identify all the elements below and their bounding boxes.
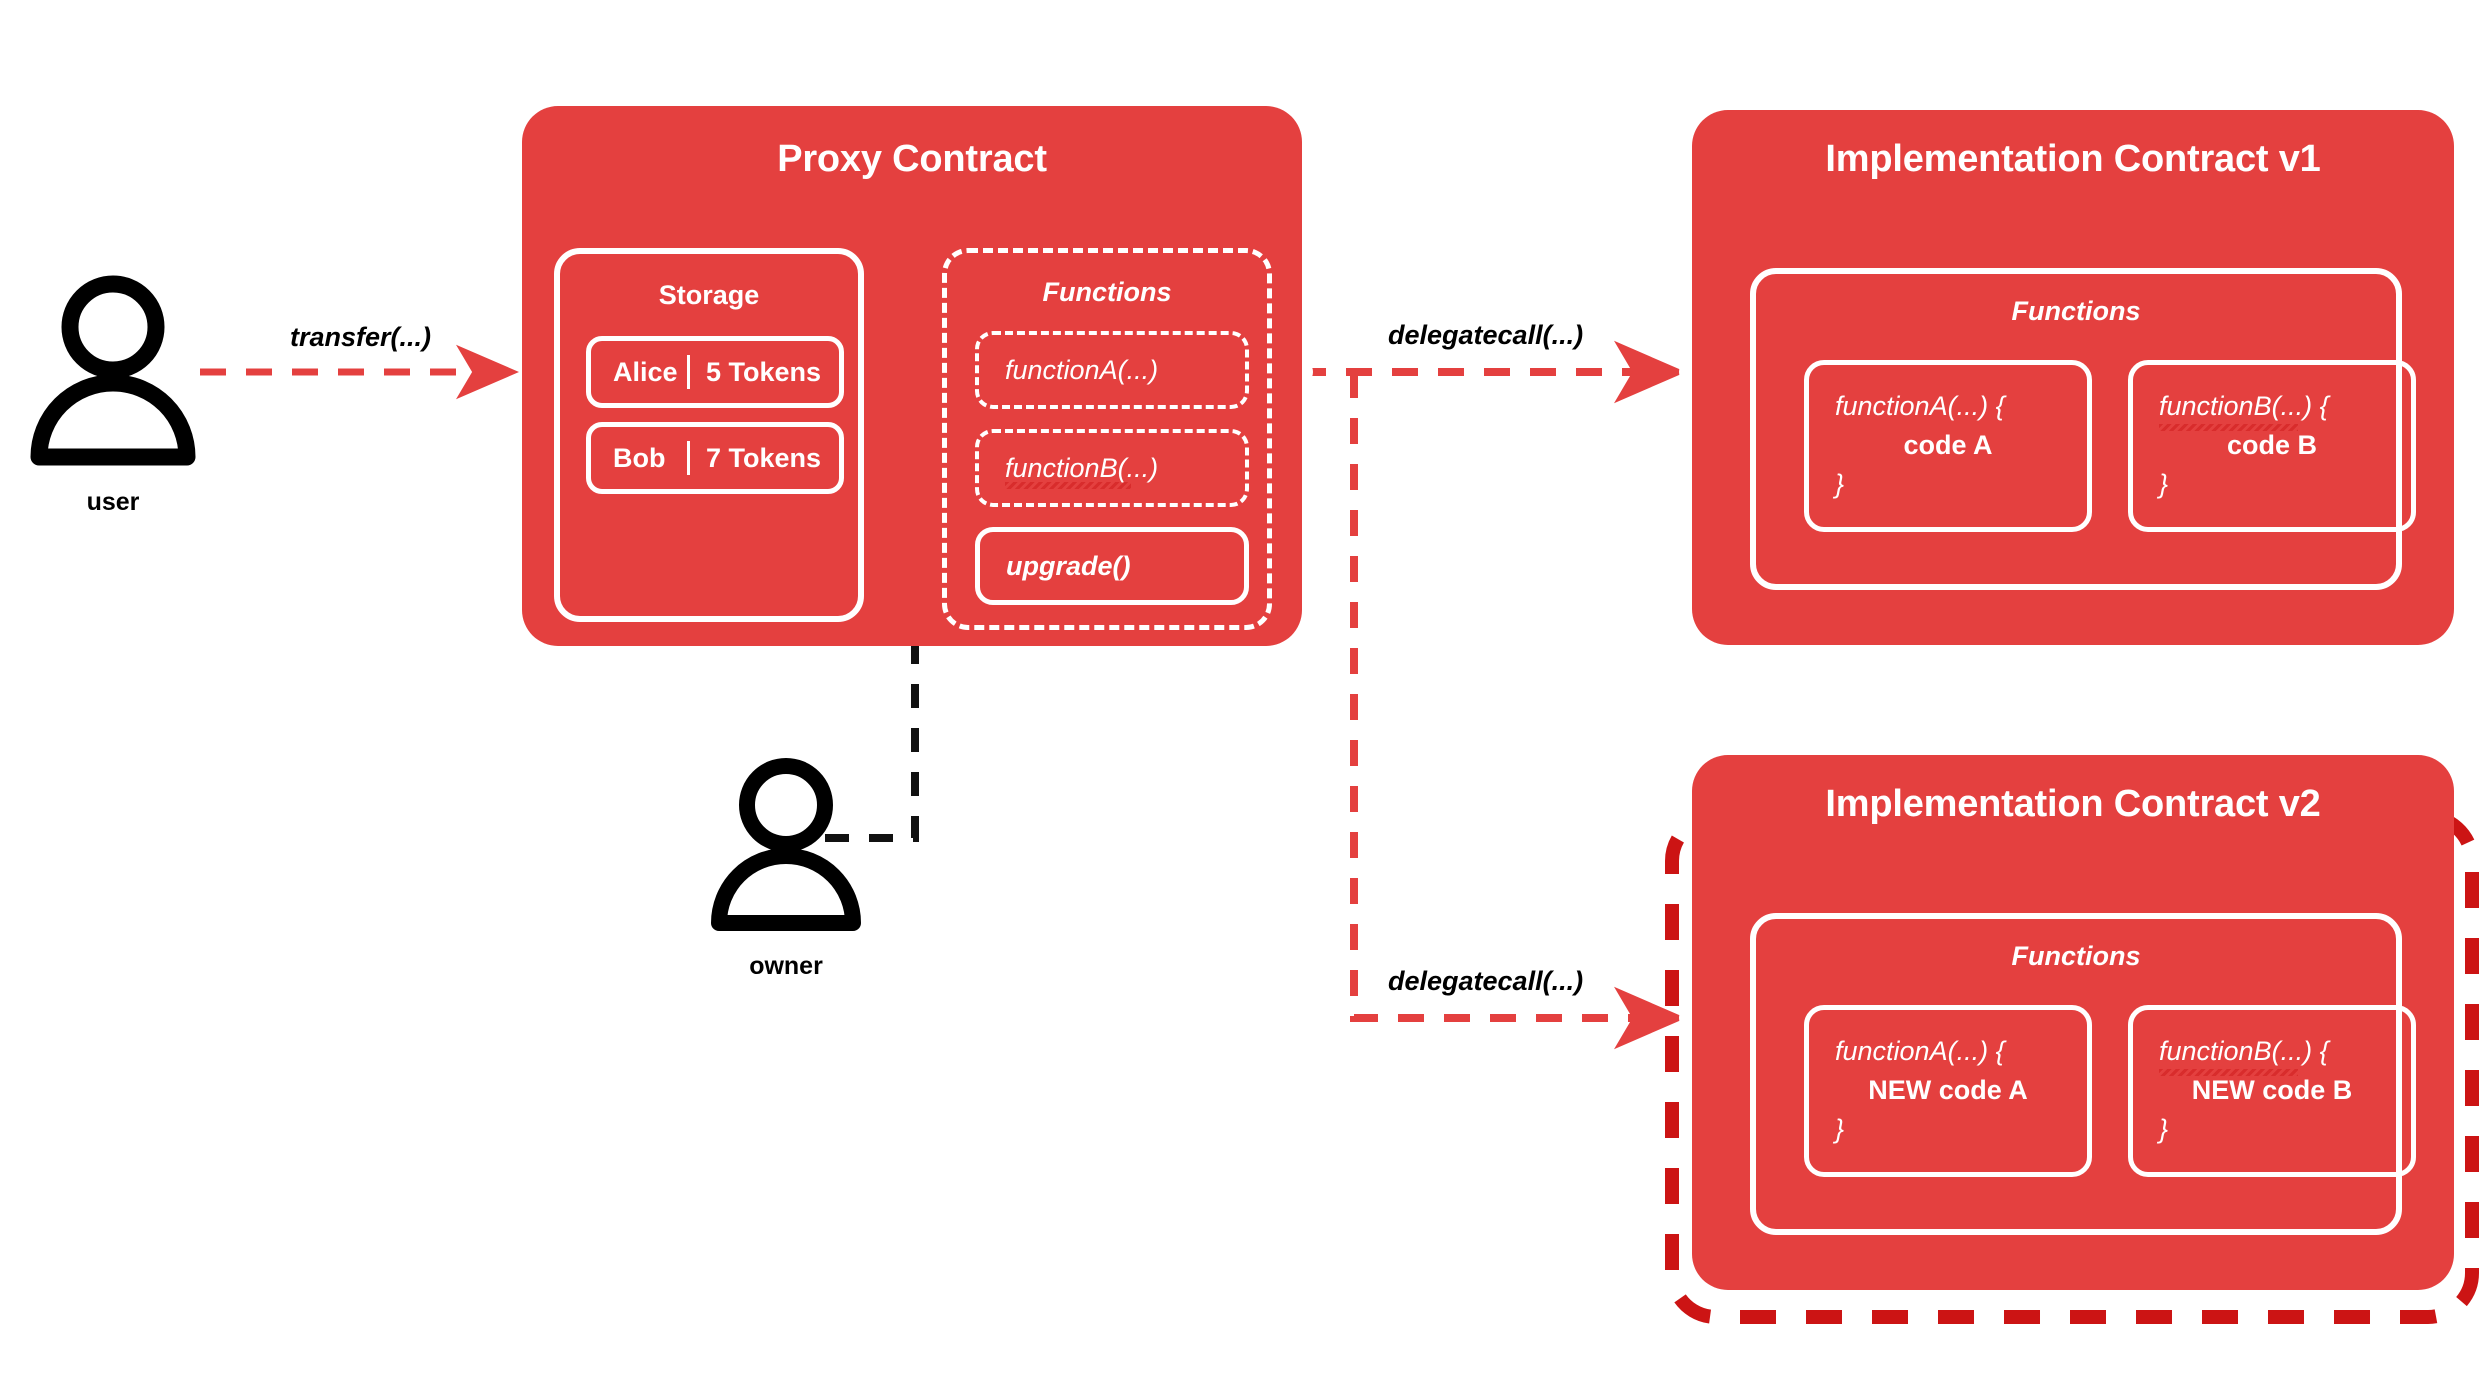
proxy-function-b[interactable]: functionB(...) — [975, 429, 1249, 507]
proxy-function-a[interactable]: functionA(...) — [975, 331, 1249, 409]
actor-user-label: user — [86, 488, 140, 516]
v2-function-a-close: } — [1835, 1114, 1845, 1145]
v1-functions-title: Functions — [2011, 296, 2141, 326]
v2-function-b-box[interactable]: functionB(...) { NEW code B } — [2128, 1005, 2416, 1177]
actor-owner[interactable]: owner — [700, 755, 872, 981]
edge-label-transfer: transfer(...) — [290, 322, 432, 352]
actor-user[interactable]: user — [18, 272, 208, 517]
edge-upgrade — [825, 534, 971, 842]
storage-row-bob-separator — [687, 441, 690, 475]
v2-functions-panel: Functions — [1750, 913, 2402, 1235]
v2-functions-title: Functions — [2011, 941, 2141, 971]
person-icon — [30, 275, 196, 466]
v2-function-b-body: NEW code B — [2191, 1075, 2353, 1106]
v2-function-a-box[interactable]: functionA(...) { NEW code A } — [1804, 1005, 2092, 1177]
v2-function-b-signature: functionB(...) { — [2159, 1032, 2329, 1077]
v2-function-a-signature: functionA(...) { — [1835, 1036, 2005, 1066]
storage-row-bob-value: 7 Tokens — [706, 442, 822, 473]
proxy-functions-panel: Functions functionA(...) functionB(...) … — [942, 248, 1272, 630]
v1-function-a-box[interactable]: functionA(...) { code A } — [1804, 360, 2092, 532]
storage-row-alice-name: Alice — [613, 356, 678, 387]
proxy-function-a-label: functionA(...) — [1005, 354, 1159, 385]
proxy-storage-panel: Storage Alice 5 Tokens Bob 7 Tokens — [554, 248, 864, 622]
proxy-storage-title: Storage — [658, 280, 760, 310]
v1-function-a-signature: functionA(...) { — [1835, 391, 2005, 421]
edge-label-delegatecall-v2: delegatecall(...) — [1388, 966, 1584, 996]
v1-function-b-box[interactable]: functionB(...) { code B } — [2128, 360, 2416, 532]
v2-function-b-close: } — [2159, 1114, 2169, 1145]
storage-row-alice-value: 5 Tokens — [706, 356, 822, 387]
actor-owner-label: owner — [749, 952, 823, 980]
v1-function-b-body: code B — [2226, 430, 2318, 461]
upgrade-function[interactable]: upgrade() — [975, 527, 1249, 605]
person-icon — [711, 758, 861, 931]
implementation-v1[interactable]: Implementation Contract v1 Functions fun… — [1692, 110, 2454, 645]
proxy-functions-title: Functions — [1042, 277, 1172, 307]
edge-delegatecall-v2 — [1350, 372, 1686, 1050]
storage-row-alice: Alice 5 Tokens — [586, 336, 844, 408]
implementation-v1-title: Implementation Contract v1 — [1825, 138, 2321, 180]
storage-row-bob-name: Bob — [613, 442, 666, 473]
v2-function-a-body: NEW code A — [1868, 1075, 2028, 1106]
v1-function-b-close: } — [2159, 469, 2169, 500]
v1-function-a-close: } — [1835, 469, 1845, 500]
proxy-contract[interactable]: Proxy Contract Storage Alice 5 Tokens Bo… — [522, 106, 1302, 646]
v1-function-a-body: code A — [1903, 430, 1993, 461]
upgrade-function-label: upgrade() — [1006, 550, 1131, 581]
proxy-contract-title: Proxy Contract — [777, 138, 1047, 180]
implementation-v2[interactable]: Implementation Contract v2 Functions fun… — [1692, 755, 2454, 1290]
storage-row-alice-separator — [687, 355, 690, 389]
proxy-function-b-label: functionB(...) — [1005, 452, 1159, 489]
edge-label-delegatecall-v1: delegatecall(...) — [1388, 320, 1584, 350]
implementation-v2-title: Implementation Contract v2 — [1825, 783, 2321, 825]
v1-functions-panel: Functions — [1750, 268, 2402, 590]
v1-function-b-signature: functionB(...) { — [2159, 387, 2329, 432]
storage-row-bob: Bob 7 Tokens — [586, 422, 844, 494]
